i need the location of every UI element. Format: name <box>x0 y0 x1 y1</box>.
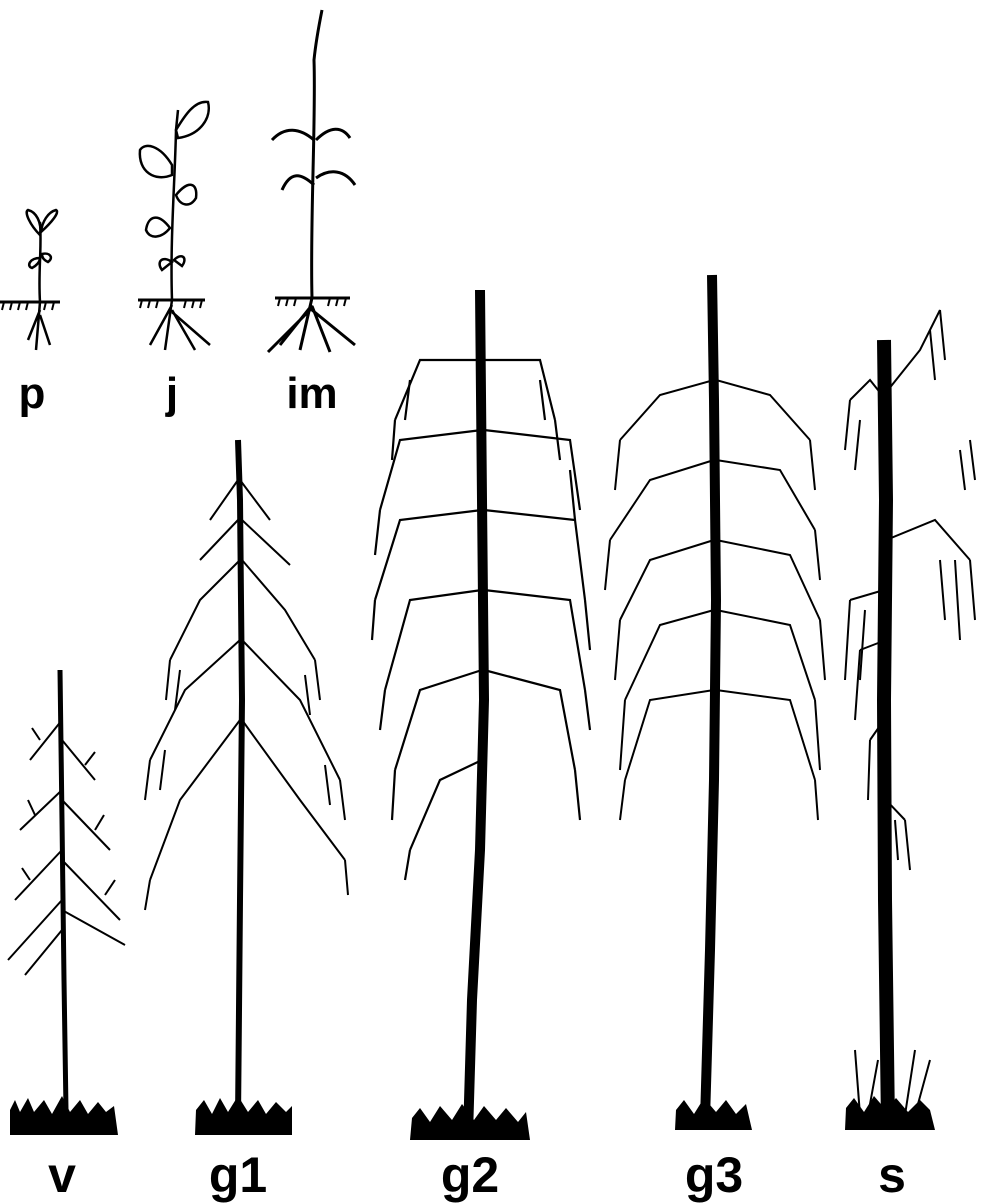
tree-g3 <box>605 275 825 1120</box>
plant-j <box>140 102 210 350</box>
plant-im <box>268 10 355 352</box>
stage-label-j: j <box>166 372 178 416</box>
tree-s <box>845 310 975 1125</box>
stage-label-v: v <box>48 1150 76 1200</box>
grass-g3 <box>675 1098 752 1130</box>
stage-label-p: p <box>19 372 46 416</box>
stage-label-g1: g1 <box>209 1150 267 1200</box>
tree-g2 <box>372 290 590 1135</box>
tree-g1 <box>145 440 348 1120</box>
stage-label-s: s <box>878 1150 906 1200</box>
stage-label-g3: g3 <box>685 1150 743 1200</box>
soil-line-p <box>0 302 60 310</box>
plant-p <box>27 210 57 350</box>
stage-label-g2: g2 <box>441 1150 499 1200</box>
tree-v <box>8 670 125 1110</box>
grass-g1 <box>195 1096 292 1135</box>
stage-label-im: im <box>286 372 337 416</box>
grass-v <box>10 1096 118 1135</box>
